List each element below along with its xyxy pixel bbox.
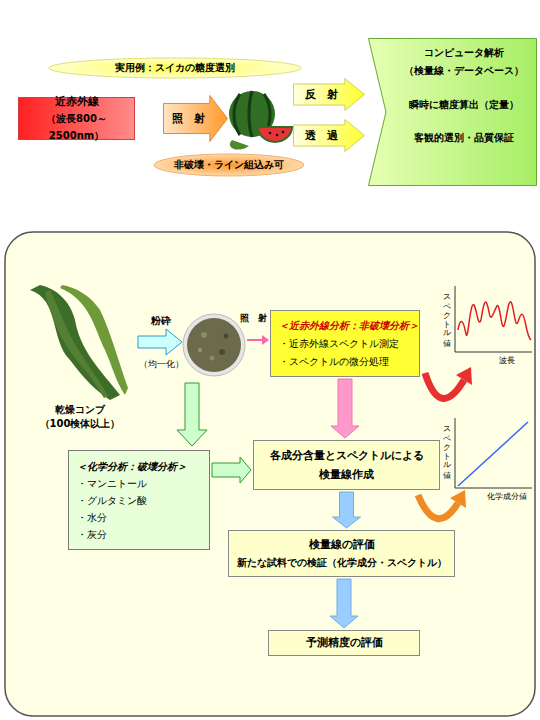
node-text: 非破壊・ライン組込み可 bbox=[174, 158, 284, 172]
graph-axis bbox=[455, 488, 532, 489]
node-content: 照 射 bbox=[163, 95, 228, 142]
node-text: 検量線の評価 bbox=[309, 536, 375, 554]
node-text: 予測精度の評価 bbox=[306, 636, 383, 650]
powder-speck bbox=[210, 356, 215, 361]
node-text: 反 射 bbox=[305, 88, 338, 102]
node-text: 透 過 bbox=[305, 129, 338, 143]
validation-box: 検量線の評価新たな試料での検証（化学成分・スペクトル） bbox=[228, 530, 455, 577]
node-content: ＜化学分析：破壊分析＞・マンニトール・グルタミン酸・水分・灰分 bbox=[69, 451, 209, 549]
grind-arrow bbox=[138, 329, 182, 355]
arrow-head bbox=[450, 490, 466, 508]
node-content: 非破壊・ライン組込み可 bbox=[153, 153, 305, 177]
node-outline bbox=[368, 38, 537, 186]
node-shape bbox=[164, 96, 228, 142]
example-ellipse: 実用例：スイカの糖度選別 bbox=[48, 57, 302, 79]
panel-frame bbox=[5, 232, 535, 716]
node-text: 各成分含量とスペクトルによる 検量線作成 bbox=[268, 446, 426, 484]
arrow-head bbox=[262, 335, 269, 345]
node-content: 透 過 bbox=[293, 119, 365, 152]
chemical-analysis-box: ＜化学分析：破壊分析＞・マンニトール・グルタミン酸・水分・灰分 bbox=[68, 450, 210, 550]
node-content: 実用例：スイカの糖度選別 bbox=[48, 57, 302, 79]
axis-label: スペクトル値 bbox=[441, 288, 451, 333]
nir-analysis-box: ＜近赤外線分析：非破壊分析＞・近赤外線スペクトル測定・スペクトルの微分処理 bbox=[270, 310, 420, 377]
process-label: 照 射 bbox=[234, 312, 272, 324]
watermelon-seed bbox=[269, 132, 272, 135]
node-shape bbox=[49, 58, 301, 78]
node-text: 客観的選別・品質保証 bbox=[390, 131, 537, 145]
powder-speck bbox=[201, 332, 207, 338]
node-text: ・マンニトール bbox=[77, 475, 147, 492]
curved-arrow bbox=[425, 373, 464, 398]
node-content: ＜近赤外線分析：非破壊分析＞・近赤外線スペクトル測定・スペクトルの微分処理 bbox=[271, 311, 419, 376]
node-shape bbox=[294, 79, 365, 111]
kelp-blade bbox=[45, 290, 108, 398]
node-text: コンピュータ解析 bbox=[390, 46, 537, 60]
axis-label: スペクトル値 bbox=[441, 420, 451, 465]
flow-arrow bbox=[331, 379, 359, 438]
process-note: （均一化） bbox=[128, 358, 194, 370]
node-text: ・近赤外線スペクトル測定 bbox=[279, 335, 399, 353]
node-shape bbox=[294, 120, 365, 152]
graph-axis bbox=[455, 352, 532, 353]
node-content: 検量線の評価新たな試料での検証（化学成分・スペクトル） bbox=[229, 531, 454, 576]
watermelon-slice bbox=[258, 127, 292, 142]
node-shape bbox=[154, 154, 304, 176]
graph-axis bbox=[455, 286, 456, 352]
flow-arrow bbox=[212, 457, 251, 483]
graph-axis bbox=[455, 418, 456, 488]
watermelon-stripe bbox=[249, 91, 252, 137]
node-text: ・スペクトルの微分処理 bbox=[279, 353, 389, 371]
accuracy-box: 予測精度の評価 bbox=[268, 630, 420, 656]
node-text: ・水分 bbox=[77, 509, 107, 526]
powder bbox=[187, 318, 241, 372]
specimen-count: （100検体以上） bbox=[20, 418, 140, 430]
reflect-arrow: 反 射 bbox=[293, 78, 365, 111]
irradiate-arrow-line bbox=[247, 339, 263, 341]
spectrum-line bbox=[458, 302, 531, 340]
node-text: ＜近赤外線分析：非破壊分析＞ bbox=[279, 317, 419, 335]
node-content: 反 射 bbox=[293, 78, 365, 111]
watermelon-stripe bbox=[234, 94, 240, 135]
powder-dish bbox=[183, 314, 245, 376]
node-text: 照 射 bbox=[172, 112, 205, 126]
node-text: 実用例：スイカの糖度選別 bbox=[115, 61, 235, 75]
node-text: ・グルタミン酸 bbox=[77, 492, 147, 509]
node-text: 瞬時に糖度算出（定量） bbox=[390, 98, 537, 112]
node-content: 近赤外線（波長800～2500nm） bbox=[19, 98, 134, 139]
node-shape bbox=[369, 39, 537, 186]
calibration-line bbox=[458, 422, 528, 486]
specimen-label: 乾燥コンブ bbox=[30, 404, 130, 416]
node-text: ＜化学分析：破壊分析＞ bbox=[77, 458, 187, 475]
process-label: 粉砕 bbox=[136, 315, 186, 327]
node-text: （検量線・データベース） bbox=[390, 64, 537, 78]
node-content: 各成分含量とスペクトルによる 検量線作成 bbox=[254, 441, 439, 489]
watermelon-seed bbox=[282, 131, 285, 134]
arrow-head bbox=[456, 367, 472, 385]
node-content: 予測精度の評価 bbox=[269, 631, 419, 655]
flow-arrow bbox=[330, 579, 358, 628]
powder-speck bbox=[219, 349, 225, 355]
sample-arrow bbox=[177, 383, 207, 446]
watermelon-leaf bbox=[230, 140, 249, 150]
node-text: 近赤外線 bbox=[55, 93, 99, 110]
feature-ellipse: 非破壊・ライン組込み可 bbox=[153, 153, 305, 177]
source-box: 近赤外線（波長800～2500nm） bbox=[18, 97, 135, 140]
node-text: （波長800～2500nm） bbox=[19, 110, 134, 144]
irradiate-arrow: 照 射 bbox=[163, 95, 228, 142]
flow-arrow bbox=[333, 492, 361, 528]
node-text: ・灰分 bbox=[77, 526, 107, 543]
transmit-arrow: 透 過 bbox=[293, 119, 365, 152]
analysis-panel: コンピュータ解析 （検量線・データベース） 瞬時に糖度算出（定量） 客観的選別・品質保… bbox=[368, 38, 537, 186]
axis-label: 波長 bbox=[490, 355, 524, 367]
powder-speck bbox=[198, 348, 202, 352]
node-text: 新たな試料での検証（化学成分・スペクトル） bbox=[237, 554, 447, 572]
watermelon-seed bbox=[276, 134, 279, 137]
calibration-box: 各成分含量とスペクトルによる 検量線作成 bbox=[253, 440, 440, 490]
powder-speck bbox=[224, 334, 229, 339]
axis-label: 化学成分値 bbox=[480, 491, 534, 503]
